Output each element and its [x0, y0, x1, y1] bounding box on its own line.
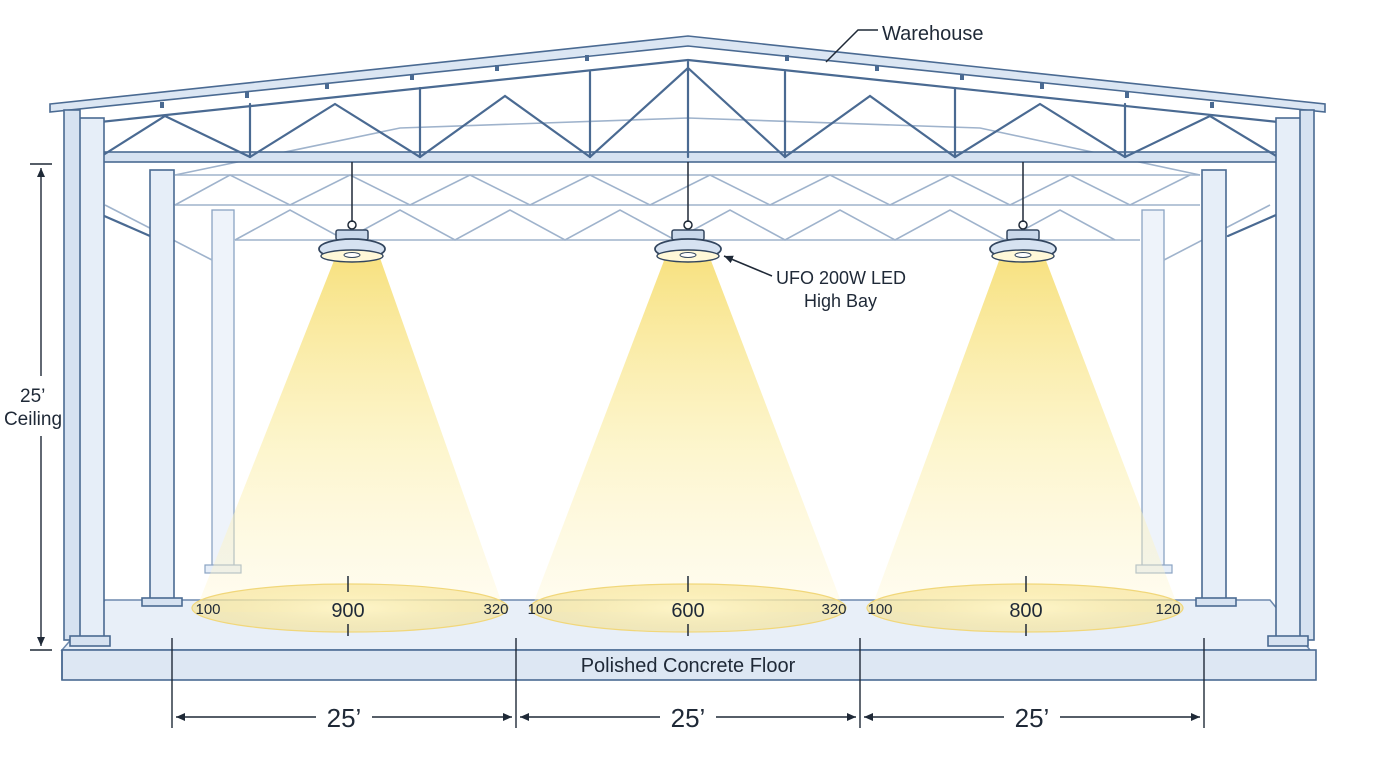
warehouse-label: Warehouse — [882, 23, 984, 45]
fixture-2-center-value: 600 — [671, 600, 704, 622]
fixture-label-line-1: UFO 200W LED — [776, 268, 906, 288]
columns — [63, 109, 1315, 647]
illuminance-ticks — [347, 576, 1027, 636]
bay-dimension-lines — [171, 638, 1205, 728]
fixture-1-left-value: 100 — [195, 601, 220, 618]
fixture-2-right-value: 320 — [821, 601, 846, 618]
floor-label: Polished Concrete Floor — [581, 655, 796, 677]
bay-1-dimension: 25’ — [327, 703, 362, 733]
ceiling-label-line-2: Ceiling — [4, 409, 62, 430]
fixture-1-center-value: 900 — [331, 600, 364, 622]
high-bay-fixture-3 — [989, 162, 1057, 263]
fixture-3-left-value: 100 — [867, 601, 892, 618]
bay-2-dimension: 25’ — [671, 703, 706, 733]
light-beams — [191, 258, 1184, 633]
fixture-2-left-value: 100 — [527, 601, 552, 618]
high-bay-fixture-1 — [318, 162, 386, 263]
ceiling-height-dimension — [30, 163, 52, 651]
high-bay-fixture-2 — [654, 162, 722, 263]
fixture-3-center-value: 800 — [1009, 600, 1042, 622]
bay-3-dimension: 25’ — [1015, 703, 1050, 733]
fixture-1-right-value: 320 — [483, 601, 508, 618]
ceiling-label: 25’ Ceiling — [4, 386, 62, 430]
fixture-callout-arrow — [723, 255, 773, 277]
warehouse-leader-line — [825, 29, 878, 63]
fixture-label-line-2: High Bay — [804, 291, 877, 311]
roof-truss — [49, 35, 1326, 238]
fixture-3-right-value: 120 — [1155, 601, 1180, 618]
fixture-label: UFO 200W LED High Bay — [776, 268, 911, 311]
ceiling-label-line-1: 25’ — [20, 386, 45, 407]
